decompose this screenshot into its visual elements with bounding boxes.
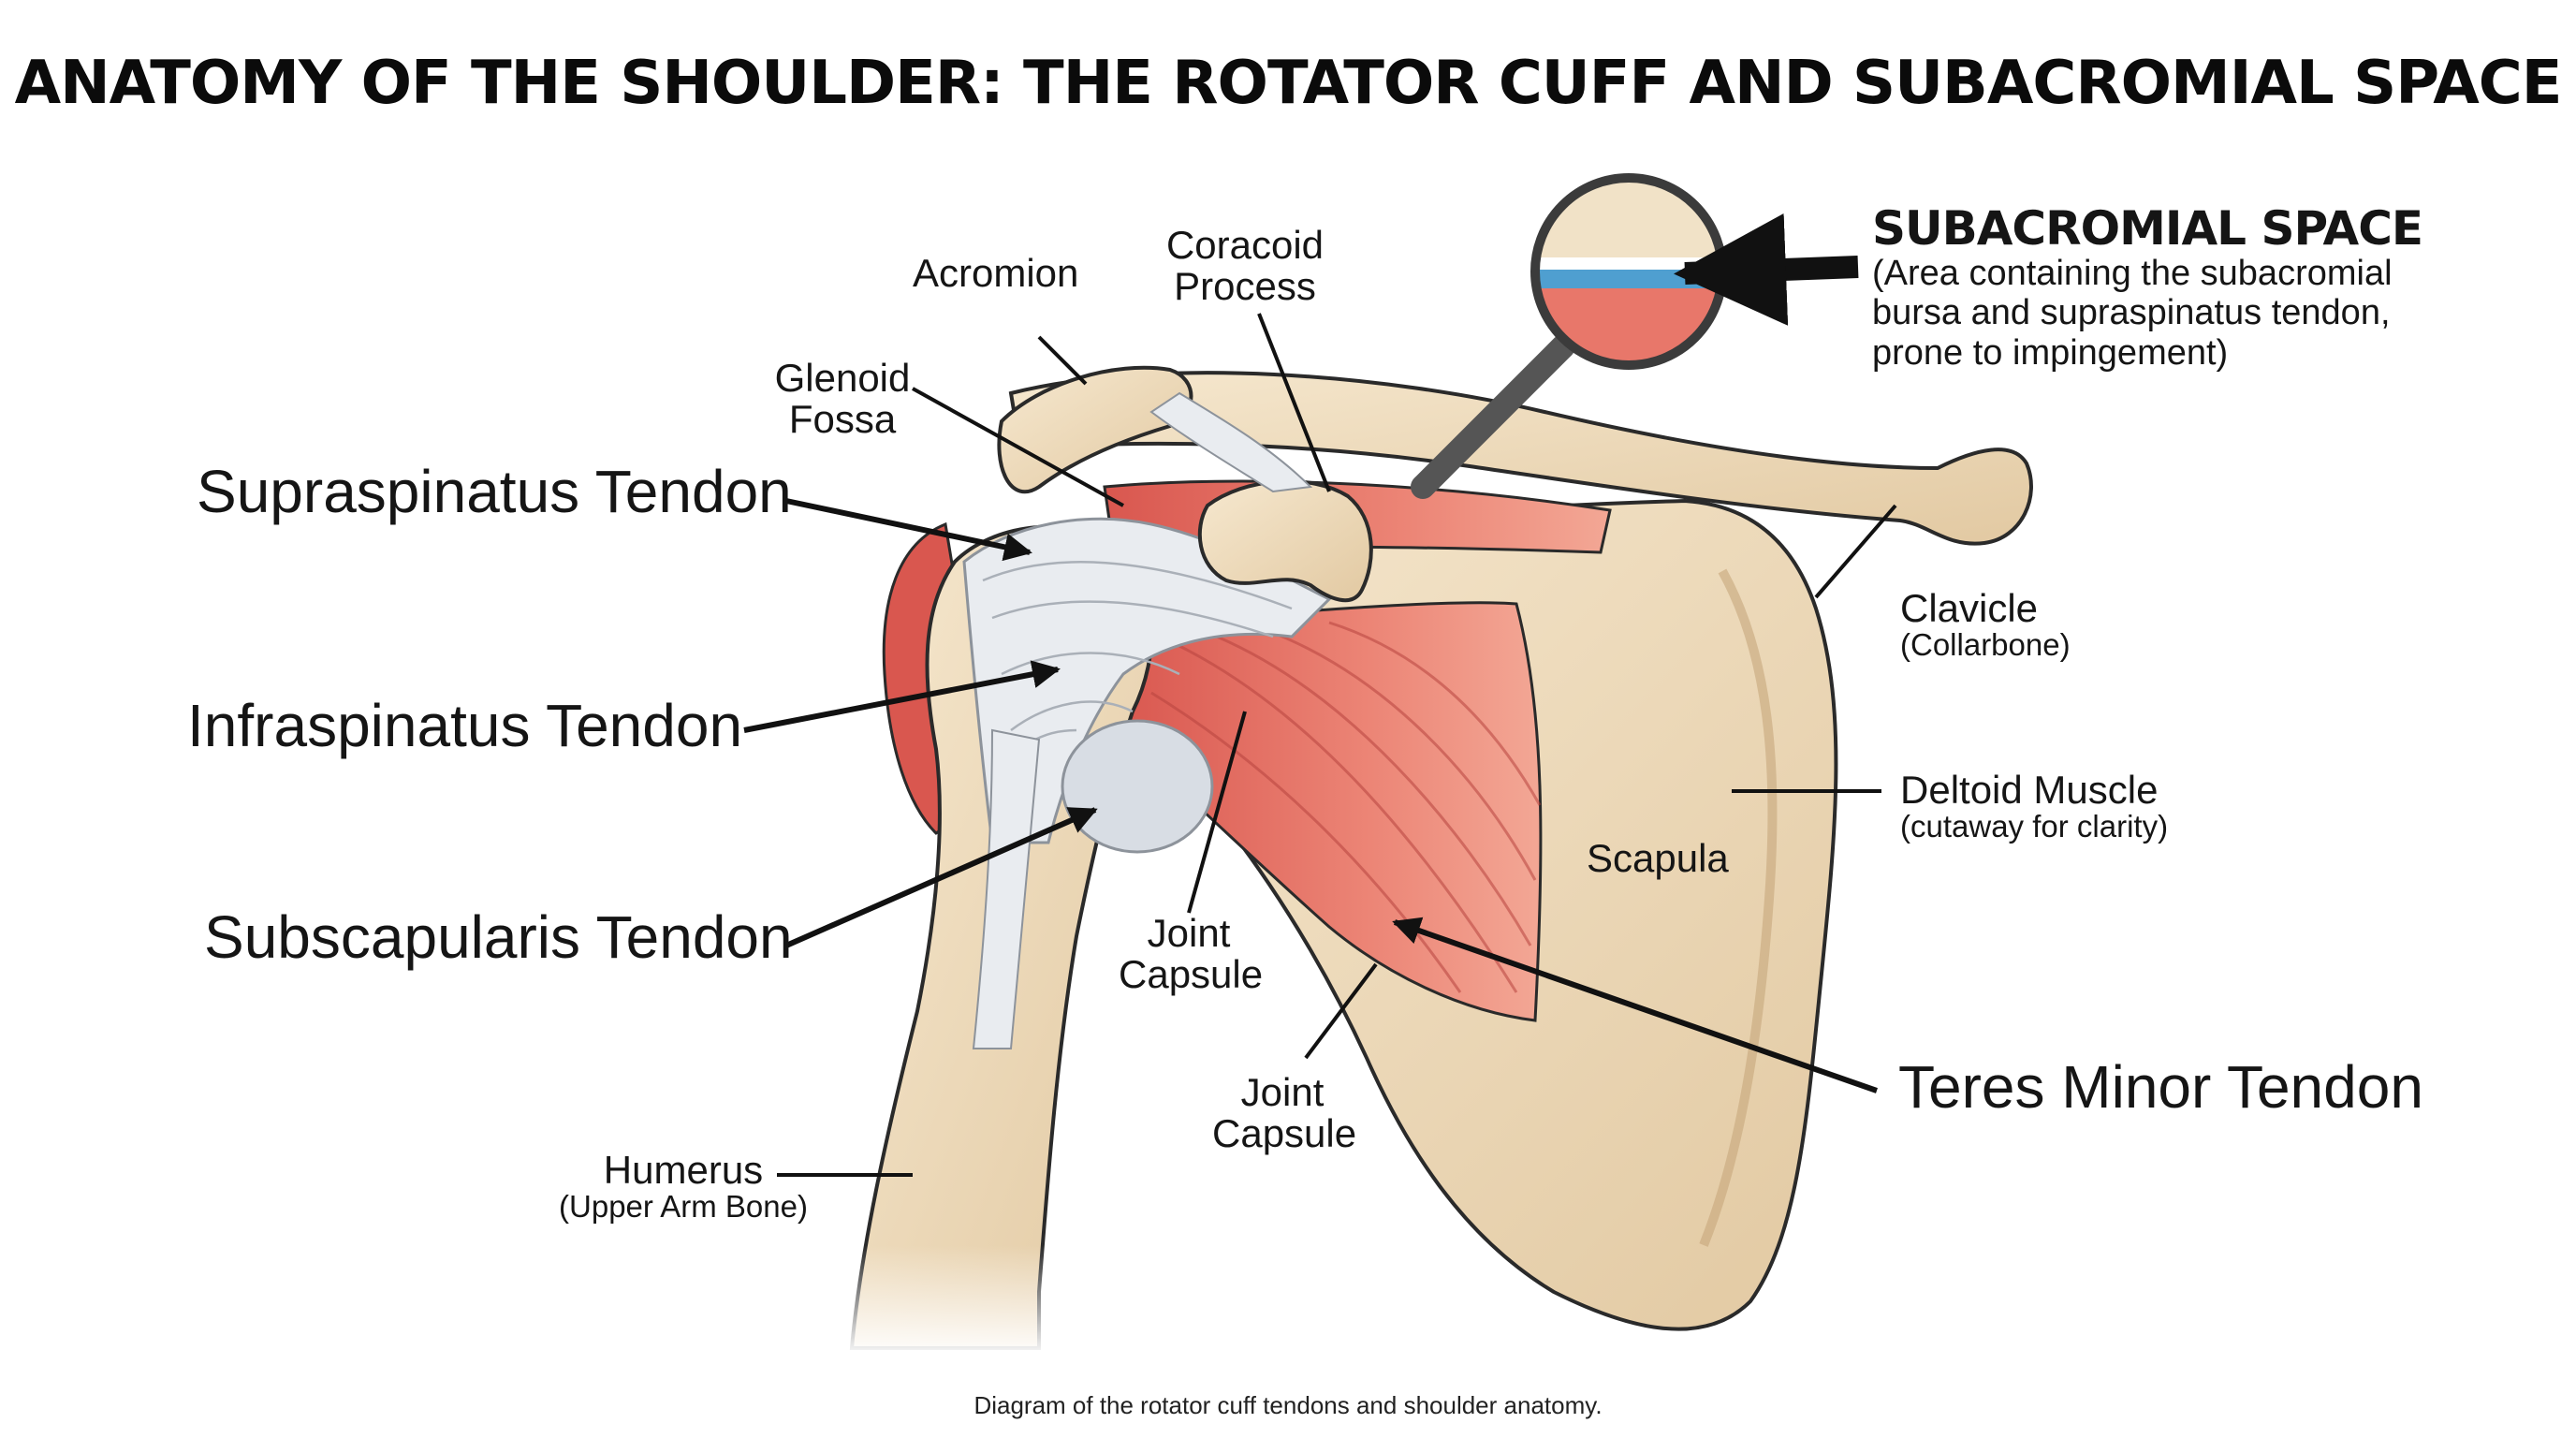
label-joint-capsule-lower-line2: Capsule: [1212, 1113, 1353, 1154]
label-joint-capsule-upper-line2: Capsule: [1119, 954, 1259, 995]
label-coracoid-line2: Process: [1165, 266, 1325, 307]
label-clavicle: Clavicle (Collarbone): [1900, 588, 2071, 662]
label-humerus: Humerus (Upper Arm Bone): [557, 1150, 810, 1224]
label-acromion: Acromion: [913, 253, 1078, 294]
label-deltoid-name: Deltoid Muscle: [1900, 770, 2168, 811]
label-joint-capsule-lower: Joint Capsule: [1212, 1072, 1353, 1154]
label-clavicle-note: (Collarbone): [1900, 629, 2071, 662]
figure-caption: Diagram of the rotator cuff tendons and …: [0, 1391, 2576, 1420]
subacromial-callout: SUBACROMIAL SPACE (Area containing the s…: [1872, 204, 2424, 373]
label-joint-capsule-lower-line1: Joint: [1212, 1072, 1353, 1113]
page-title: ANATOMY OF THE SHOULDER: THE ROTATOR CUF…: [0, 49, 2576, 118]
humerus-fade: [824, 1245, 1086, 1357]
label-glenoid-fossa: Glenoid Fossa: [772, 358, 913, 440]
subacromial-description: (Area containing the subacromial bursa a…: [1872, 254, 2424, 374]
label-infraspinatus: Infraspinatus Tendon: [187, 695, 742, 757]
label-glenoid-line1: Glenoid: [772, 358, 913, 399]
label-deltoid-note: (cutaway for clarity): [1900, 811, 2168, 844]
label-coracoid: Coracoid Process: [1165, 225, 1325, 307]
label-clavicle-name: Clavicle: [1900, 588, 2071, 629]
subacromial-arrow: [1685, 267, 1858, 273]
label-glenoid-line2: Fossa: [772, 399, 913, 440]
label-humerus-note: (Upper Arm Bone): [557, 1191, 810, 1224]
subacromial-heading: SUBACROMIAL SPACE: [1872, 204, 2424, 254]
label-coracoid-line1: Coracoid: [1165, 225, 1325, 266]
humeral-head: [1062, 721, 1212, 852]
label-humerus-name: Humerus: [557, 1150, 810, 1191]
label-joint-capsule-upper-line1: Joint: [1119, 913, 1259, 954]
acromion-bone: [999, 368, 1191, 492]
label-subscapularis: Subscapularis Tendon: [204, 906, 793, 969]
label-scapula: Scapula: [1587, 838, 1729, 879]
label-deltoid: Deltoid Muscle (cutaway for clarity): [1900, 770, 2168, 844]
label-supraspinatus: Supraspinatus Tendon: [197, 461, 792, 523]
label-teres-minor: Teres Minor Tendon: [1898, 1056, 2423, 1119]
label-joint-capsule-upper: Joint Capsule: [1119, 913, 1259, 995]
